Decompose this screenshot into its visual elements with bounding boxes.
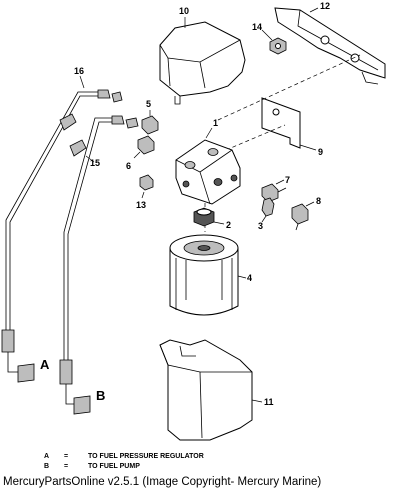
callout-12: 12 — [320, 1, 330, 11]
callout-2: 2 — [226, 220, 231, 230]
part-1-filter-head — [175, 127, 241, 205]
part-9-plate — [261, 97, 317, 151]
part-14-nut — [261, 29, 287, 55]
part-12-bracket — [274, 7, 386, 85]
legend-key: B — [44, 463, 50, 470]
callout-16: 16 — [74, 66, 84, 76]
callout-7: 7 — [285, 175, 290, 185]
callout-4: 4 — [247, 273, 252, 283]
legend-text: TO FUEL PRESSURE REGULATOR — [88, 453, 204, 460]
callout-13: 13 — [136, 200, 146, 210]
callout-5: 5 — [146, 99, 151, 109]
callout-14: 14 — [252, 22, 262, 32]
legend-text: TO FUEL PUMP — [88, 463, 140, 470]
part-5-fitting — [141, 110, 159, 135]
callout-9: 9 — [318, 147, 323, 157]
part-2-adapter — [193, 207, 225, 227]
legend: A = TO FUEL PRESSURE REGULATOR B = TO FU… — [44, 452, 204, 472]
part-6-fitting — [133, 135, 155, 159]
callout-3: 3 — [258, 221, 263, 231]
part-7-fitting — [261, 179, 287, 203]
line-label-b: B — [96, 388, 105, 403]
legend-equals: = — [64, 463, 69, 470]
line-label-a: A — [40, 357, 50, 372]
legend-row-b: B = TO FUEL PUMP — [44, 462, 204, 472]
legend-key: A — [44, 453, 50, 460]
assembly-line-bracket — [217, 54, 361, 121]
part-10-cover — [159, 17, 246, 105]
legend-equals: = — [64, 453, 69, 460]
part-11-lower-shield — [159, 339, 263, 441]
callout-10: 10 — [179, 6, 189, 16]
callout-1: 1 — [213, 118, 218, 128]
callout-11: 11 — [264, 397, 274, 407]
image-caption: MercuryPartsOnline v2.5.1 (Image Copyrig… — [3, 476, 322, 488]
part-15-fuel-line — [59, 115, 139, 415]
part-13-plug — [139, 174, 154, 199]
legend-row-a: A = TO FUEL PRESSURE REGULATOR — [44, 452, 204, 462]
callout-8: 8 — [316, 196, 321, 206]
part-3-bolt — [261, 197, 275, 223]
part-8-sensor — [291, 201, 315, 231]
callout-6: 6 — [126, 161, 131, 171]
callout-15: 15 — [90, 158, 100, 168]
part-16-fuel-line — [1, 75, 123, 383]
assembly-line-plate — [225, 124, 286, 151]
part-4-filter-element — [169, 234, 247, 316]
